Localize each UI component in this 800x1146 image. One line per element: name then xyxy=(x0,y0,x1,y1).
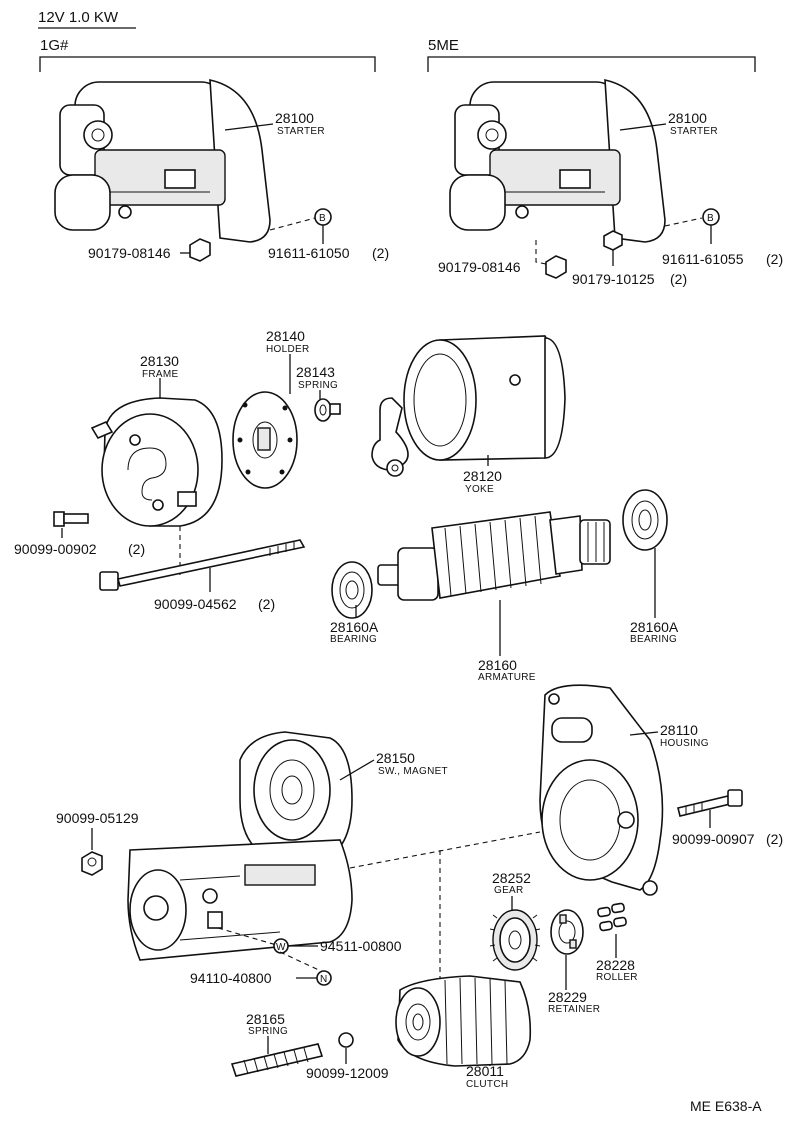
ball-part xyxy=(338,1032,354,1048)
ball-number: 90099-12009 xyxy=(306,1065,389,1081)
bolt-right-number: 91611-61055 xyxy=(662,251,744,267)
washer-callout: W xyxy=(276,942,286,953)
terminal-nut-number: 94110-40800 xyxy=(190,970,272,986)
frame-name: FRAME xyxy=(142,369,179,380)
bolt-right-callout: B xyxy=(707,213,714,224)
nut-right-a-part xyxy=(535,240,567,279)
variant-label-left: 1G# xyxy=(40,37,69,54)
nut-left-number: 90179-08146 xyxy=(88,245,171,261)
bearing-right-number: 28160A xyxy=(630,619,679,635)
yoke-part xyxy=(371,335,566,477)
magnet-switch-number: 28150 xyxy=(376,750,415,766)
gear-name: GEAR xyxy=(494,885,524,896)
frame-screw-part xyxy=(53,511,89,538)
through-bolt-qty: (2) xyxy=(258,596,275,612)
housing-bolt-number: 90099-00907 xyxy=(672,831,755,847)
holder-name: HOLDER xyxy=(266,344,309,355)
gear-part xyxy=(489,909,541,971)
washer-number: 94511-00800 xyxy=(320,938,402,954)
nut-left-part xyxy=(180,238,211,262)
plunger-spring-number: 28165 xyxy=(246,1011,285,1027)
starter-left-name: STARTER xyxy=(277,126,325,137)
housing-number: 28110 xyxy=(660,722,698,738)
clutch-number: 28011 xyxy=(466,1063,504,1079)
clutch-part xyxy=(395,975,532,1067)
housing-bolt-qty: (2) xyxy=(766,831,783,847)
holder-spring-name: SPRING xyxy=(298,380,338,391)
nut-right-b-part xyxy=(603,230,623,266)
housing-part xyxy=(539,684,664,896)
housing-name: HOUSING xyxy=(660,738,709,749)
magnet-switch-name: SW., MAGNET xyxy=(378,766,448,777)
housing-bolt-part xyxy=(677,789,743,828)
roller-name: ROLLER xyxy=(596,972,638,983)
holder-number: 28140 xyxy=(266,328,305,344)
switch-nut-number: 90099-05129 xyxy=(56,810,139,826)
clutch-name: CLUTCH xyxy=(466,1079,508,1090)
starter-right-number: 28100 xyxy=(668,110,707,126)
variant-bracket-right xyxy=(427,56,756,72)
bolt-left-callout: B xyxy=(319,213,326,224)
starter-left-number: 28100 xyxy=(275,110,314,126)
starter-right-name: STARTER xyxy=(670,126,718,137)
starter-assembly-left xyxy=(54,78,274,243)
yoke-number: 28120 xyxy=(463,468,502,484)
bearing-right-name: BEARING xyxy=(630,634,677,645)
header: 12V 1.0 KW 1G# 5ME xyxy=(38,9,756,72)
retainer-name: RETAINER xyxy=(548,1004,600,1015)
frame-number: 28130 xyxy=(140,353,179,369)
nut-right-b-number: 90179-10125 xyxy=(572,271,655,287)
yoke-name: YOKE xyxy=(465,484,494,495)
variant-bracket-left xyxy=(39,56,376,72)
nut-right-b-qty: (2) xyxy=(670,271,687,287)
switch-housing-dash xyxy=(349,831,541,869)
frame-part xyxy=(90,397,223,527)
frame-screw-number: 90099-00902 xyxy=(14,541,97,557)
terminal-nut-leader-dash xyxy=(279,951,324,973)
bearing-right-part xyxy=(622,489,668,551)
nut-right-a-number: 90179-08146 xyxy=(438,259,521,275)
armature-part xyxy=(377,511,611,601)
bearing-left-number: 28160A xyxy=(330,619,379,635)
holder-part xyxy=(232,391,298,489)
magnet-switch-part xyxy=(127,731,375,961)
bolt-left-leader xyxy=(269,217,316,231)
armature-name: ARMATURE xyxy=(478,672,536,683)
through-bolt-part xyxy=(99,539,306,591)
bolt-right-qty: (2) xyxy=(766,251,783,267)
retainer-part xyxy=(550,909,584,955)
diagram-code: ME E638-A xyxy=(690,1098,762,1114)
armature-number: 28160 xyxy=(478,657,517,673)
plunger-spring-part xyxy=(230,1043,324,1077)
roller-part xyxy=(597,902,627,932)
roller-number: 28228 xyxy=(596,957,635,973)
frame-screw-qty: (2) xyxy=(128,541,145,557)
holder-spring-part xyxy=(314,398,341,422)
switch-nut-part xyxy=(81,851,103,876)
starter-assembly-right xyxy=(449,78,667,243)
plunger-spring-name: SPRING xyxy=(248,1026,288,1037)
holder-spring-number: 28143 xyxy=(296,364,335,380)
washer-leader-dash xyxy=(217,927,281,947)
bolt-left-qty: (2) xyxy=(372,245,389,261)
retainer-number: 28229 xyxy=(548,989,587,1005)
bearing-left-part xyxy=(331,561,373,619)
through-bolt-number: 90099-04562 xyxy=(154,596,237,612)
variant-label-right: 5ME xyxy=(428,37,459,54)
bolt-left-number: 91611-61050 xyxy=(268,245,350,261)
terminal-nut-callout: N xyxy=(320,974,328,985)
bearing-left-name: BEARING xyxy=(330,634,377,645)
voltage-spec: 12V 1.0 KW xyxy=(38,9,119,26)
bolt-right-leader xyxy=(664,217,703,227)
gear-number: 28252 xyxy=(492,870,531,886)
